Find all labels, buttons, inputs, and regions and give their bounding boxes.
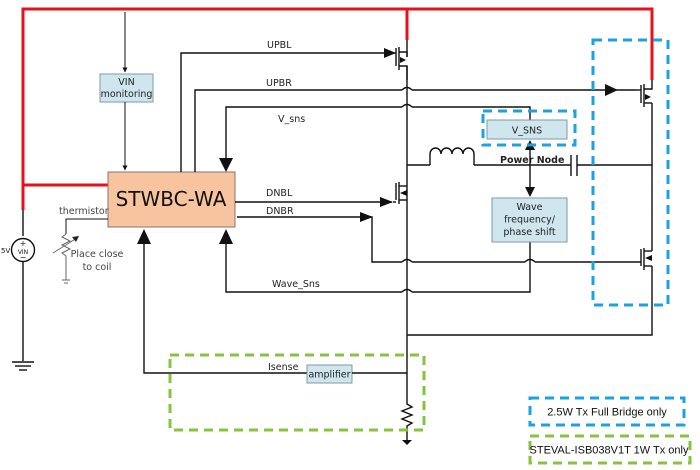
- isense-arrow: [137, 229, 151, 244]
- thermistor: thermistor Place close to coil: [52, 206, 124, 284]
- dnbr-arrow: [360, 212, 373, 222]
- v-sns-block[interactable]: [486, 119, 568, 140]
- v-sns-arrow: [219, 158, 233, 172]
- upbl-arrow: [384, 48, 396, 58]
- dnbl-arrow: [380, 197, 393, 207]
- thermistor-variable-line: [52, 237, 78, 254]
- vin-minus: −: [20, 253, 27, 262]
- wave-label-3: phase shift: [503, 227, 555, 238]
- wave-sns-wire: [225, 242, 402, 293]
- legend: 2.5W Tx Full Bridge only STEVAL-ISB038V1…: [528, 396, 692, 465]
- right-half-bridge: [407, 78, 654, 336]
- low-side-fet-right: [640, 248, 652, 270]
- power-node-label: Power Node: [500, 155, 564, 166]
- v-sns-region: [481, 109, 577, 147]
- v-sns-label: V_sns: [278, 114, 305, 125]
- isense-wire: [143, 244, 307, 374]
- v-sns-wire: [225, 106, 402, 160]
- legend-one-watt-box: [528, 434, 692, 465]
- left-half-bridge: [392, 40, 414, 445]
- thermistor-label: thermistor: [59, 206, 109, 217]
- legend-one-watt-label: STEVAL-ISB038V1T 1W Tx only: [530, 445, 689, 457]
- vin-plus: +: [20, 239, 27, 248]
- dnbl-label: DNBL: [266, 188, 293, 199]
- vin-voltage-label: 5V: [1, 247, 10, 255]
- upbl-label: UPBL: [267, 40, 292, 51]
- upbr-wire: [194, 89, 402, 172]
- amplifier-label: amplifier: [308, 370, 350, 381]
- wave-frequency-block[interactable]: [491, 197, 568, 243]
- supply-rail: [21, 7, 654, 210]
- upbl-wire: [180, 52, 392, 172]
- wave-sns-label: Wave_Sns: [272, 279, 320, 290]
- thermistor-note-2: to coil: [83, 262, 112, 273]
- controller-label: STWBC-WA: [116, 187, 227, 211]
- v-sns-wire-right: [412, 106, 531, 120]
- wave-label-1: Wave: [516, 202, 542, 213]
- isense-label: Isense: [268, 362, 299, 373]
- supply-rail-top: [21, 7, 654, 210]
- upbr-arrow: [605, 84, 618, 96]
- wave-sns-arrow: [219, 229, 233, 244]
- wave-sns-wire-right: [412, 242, 531, 293]
- amplifier-block[interactable]: [306, 364, 353, 384]
- dnbr-wire: [237, 216, 402, 263]
- vin-monitoring-label-1: VIN: [118, 77, 134, 88]
- one-watt-region: [168, 353, 426, 432]
- upbr-label: UPBR: [266, 78, 292, 89]
- thermistor-note-1: Place close: [71, 249, 124, 260]
- vin-monitoring-block[interactable]: [99, 73, 154, 103]
- dnbr-label: DNBR: [266, 206, 294, 217]
- high-side-fet-right: [636, 80, 653, 107]
- full-bridge-region: [591, 38, 670, 307]
- controller-block[interactable]: [107, 171, 236, 228]
- right-bridge-return-wire: [407, 266, 653, 336]
- vin-monitoring-label-2: monitoring: [101, 89, 153, 100]
- v-sns-block-label: V_SNS: [512, 126, 542, 137]
- high-side-fet-left: [392, 47, 408, 80]
- sense-arrow-down: [525, 187, 535, 197]
- coil-inductor: [429, 147, 475, 165]
- vin-source-symbol: [10, 237, 36, 263]
- thermistor-arrow: [72, 236, 79, 242]
- thermistor-wire: [65, 218, 108, 234]
- shunt-ground-icon: [402, 440, 412, 445]
- legend-full-bridge-label: 2.5W Tx Full Bridge only: [547, 407, 667, 419]
- low-side-fet-left: [393, 182, 407, 204]
- vin-source: + VIN − 5V: [1, 210, 36, 371]
- shunt-resistor: [400, 400, 414, 440]
- vin-source-name: VIN: [18, 249, 28, 256]
- thermistor-symbol: [60, 233, 72, 280]
- legend-full-bridge-box: [528, 396, 686, 427]
- wave-label-2: frequency/: [504, 215, 556, 226]
